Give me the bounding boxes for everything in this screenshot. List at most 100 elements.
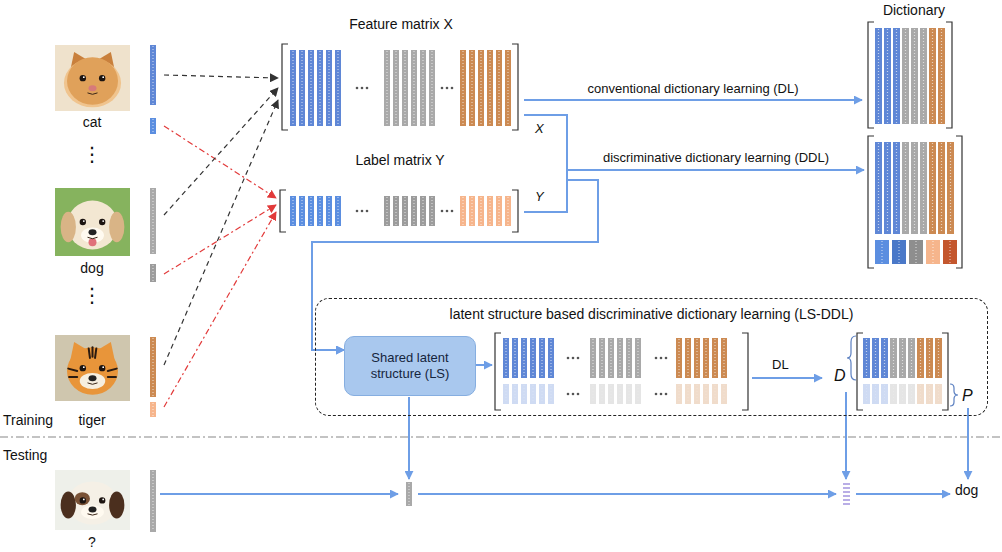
column-texture bbox=[705, 385, 706, 403]
code-entry bbox=[843, 495, 850, 497]
column-texture bbox=[905, 143, 906, 233]
image-node: dog bbox=[52, 186, 164, 276]
matrix-columns bbox=[875, 240, 957, 264]
column-texture bbox=[610, 339, 611, 377]
column bbox=[469, 196, 475, 226]
flow-arrow bbox=[752, 377, 822, 379]
column bbox=[884, 28, 891, 124]
column bbox=[920, 142, 927, 234]
ear bbox=[61, 212, 76, 242]
column bbox=[478, 196, 484, 226]
column bbox=[721, 384, 727, 404]
column bbox=[899, 338, 906, 378]
column-texture bbox=[601, 339, 602, 377]
matrix-symbol: X bbox=[535, 121, 544, 137]
stripe bbox=[108, 369, 117, 371]
column-texture bbox=[386, 51, 387, 125]
column-texture bbox=[866, 339, 867, 377]
column bbox=[460, 196, 466, 226]
column bbox=[487, 196, 493, 226]
column bbox=[890, 384, 897, 404]
column-texture bbox=[902, 339, 903, 377]
dot bbox=[356, 210, 359, 213]
column-texture bbox=[678, 339, 679, 377]
prediction-label: dog bbox=[955, 482, 978, 499]
column-texture bbox=[514, 339, 515, 377]
column bbox=[943, 240, 957, 264]
eye-shine bbox=[102, 76, 104, 78]
column bbox=[429, 50, 435, 126]
column-texture bbox=[507, 197, 508, 225]
muzzle bbox=[81, 505, 104, 519]
column-texture bbox=[152, 189, 153, 253]
column-texture bbox=[949, 241, 950, 263]
column bbox=[411, 50, 417, 126]
dictionary-matrix: Dictionary bbox=[862, 0, 966, 130]
column bbox=[505, 196, 511, 226]
photo-background bbox=[55, 470, 130, 530]
dot bbox=[451, 87, 454, 90]
mouth bbox=[88, 383, 98, 384]
flow-arrow bbox=[567, 169, 864, 171]
column bbox=[899, 384, 906, 404]
process-box: Shared latent structure (LS) bbox=[344, 336, 476, 396]
column-texture bbox=[292, 51, 293, 125]
flow-arrow bbox=[476, 364, 492, 366]
column-texture bbox=[541, 339, 542, 377]
column-texture bbox=[408, 483, 409, 505]
column bbox=[505, 50, 511, 126]
matrix-columns bbox=[460, 50, 511, 126]
column-texture bbox=[471, 197, 472, 225]
column-texture bbox=[431, 51, 432, 125]
column bbox=[712, 384, 718, 404]
column bbox=[590, 338, 596, 378]
matrix-bracket bbox=[868, 22, 952, 128]
column bbox=[926, 384, 933, 404]
dot bbox=[577, 393, 580, 396]
column bbox=[512, 384, 518, 404]
column-texture bbox=[911, 339, 912, 377]
dot bbox=[361, 87, 364, 90]
dot bbox=[655, 393, 658, 396]
column bbox=[712, 338, 718, 378]
eye-shine bbox=[83, 366, 85, 368]
code-entry bbox=[843, 499, 850, 501]
column-texture bbox=[592, 385, 593, 403]
column bbox=[150, 188, 156, 254]
column bbox=[496, 196, 502, 226]
column-texture bbox=[938, 339, 939, 377]
connector bbox=[524, 99, 862, 101]
column-texture bbox=[462, 197, 463, 225]
column bbox=[290, 50, 296, 126]
column bbox=[150, 470, 156, 532]
dot bbox=[665, 357, 668, 360]
column bbox=[926, 338, 933, 378]
matrix-columns bbox=[590, 338, 641, 378]
column bbox=[890, 338, 897, 378]
column-texture bbox=[337, 197, 338, 225]
patch bbox=[75, 492, 90, 505]
column bbox=[875, 28, 882, 124]
column bbox=[863, 384, 870, 404]
column bbox=[326, 196, 332, 226]
ear bbox=[61, 492, 76, 519]
dot bbox=[567, 357, 570, 360]
column-texture bbox=[920, 339, 921, 377]
column bbox=[902, 28, 909, 124]
matrix-columns bbox=[384, 196, 435, 226]
matrix-columns bbox=[384, 50, 435, 126]
column bbox=[308, 50, 314, 126]
column bbox=[938, 142, 945, 234]
eye bbox=[99, 219, 105, 225]
feature-vector bbox=[150, 45, 156, 105]
test-feature-vector bbox=[150, 470, 156, 532]
eye bbox=[99, 497, 105, 503]
column-texture bbox=[310, 51, 311, 125]
ellipsis-dots bbox=[567, 357, 580, 360]
label-vector bbox=[150, 118, 156, 134]
column bbox=[335, 50, 341, 126]
column-texture bbox=[637, 339, 638, 377]
dot bbox=[441, 210, 444, 213]
column-texture bbox=[152, 46, 153, 104]
